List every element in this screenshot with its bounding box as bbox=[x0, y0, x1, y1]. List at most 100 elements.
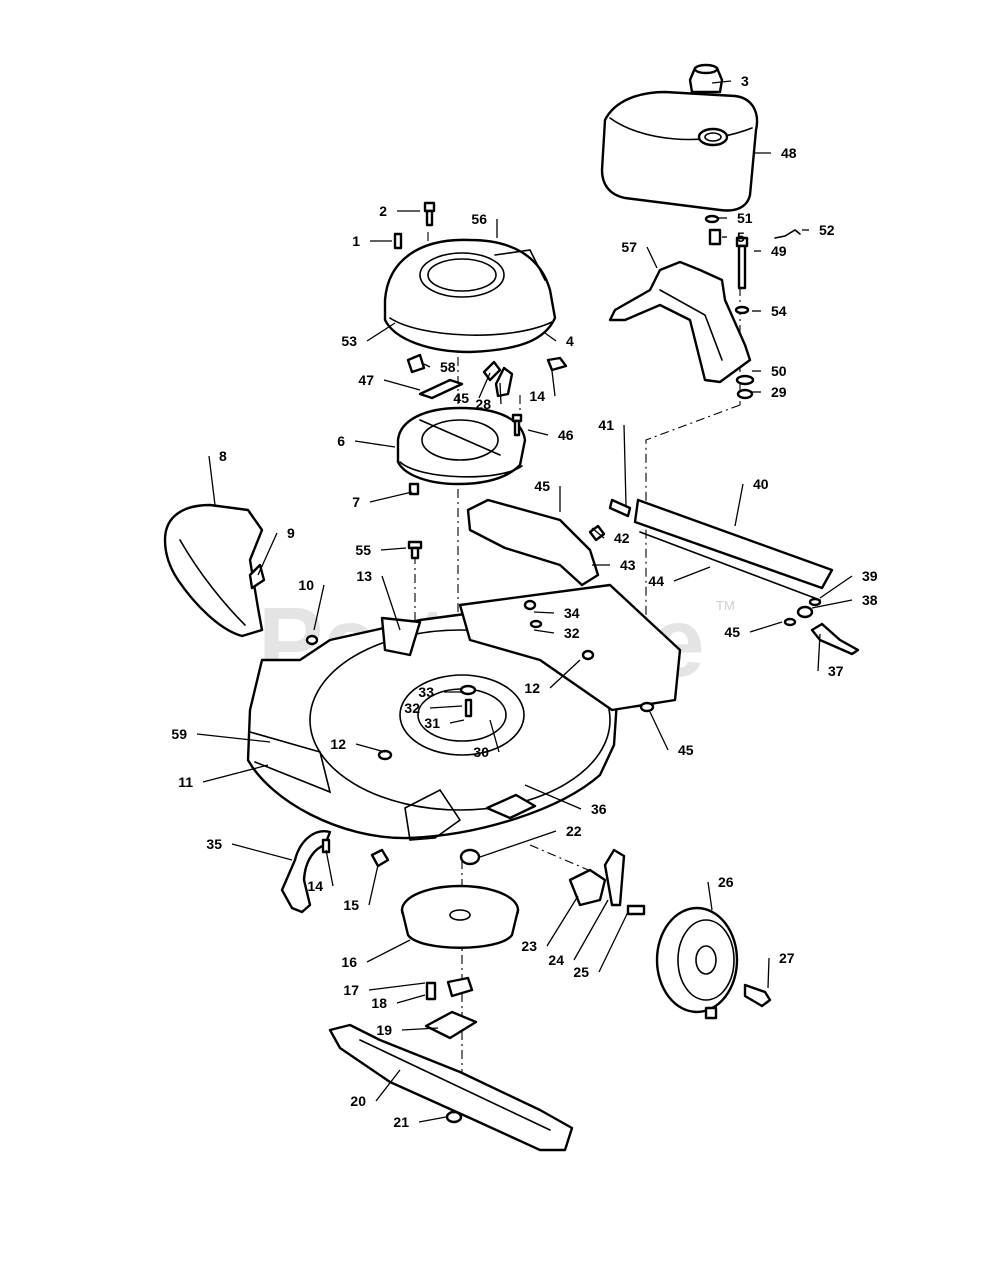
leader-line bbox=[546, 895, 579, 947]
leader-line bbox=[313, 584, 325, 631]
leader-line bbox=[811, 599, 853, 609]
callout-45: 45 bbox=[534, 478, 561, 512]
part-number-label: 22 bbox=[566, 823, 582, 839]
callout-37: 37 bbox=[817, 633, 844, 679]
part-number-label: 31 bbox=[424, 715, 440, 731]
callout-14: 14 bbox=[529, 370, 556, 404]
part-number-label: 5 bbox=[737, 229, 745, 245]
leader-line bbox=[418, 1116, 447, 1123]
part-number-label: 4 bbox=[566, 333, 574, 349]
watermark-trademark: TM bbox=[716, 598, 735, 613]
part-number-label: 39 bbox=[862, 568, 878, 584]
callout-46: 46 bbox=[527, 427, 574, 443]
leader-line bbox=[366, 322, 396, 342]
adapter-key-hardware bbox=[425, 976, 474, 1001]
part-number-label: 43 bbox=[620, 557, 636, 573]
callout-15: 15 bbox=[343, 864, 379, 913]
part-number-label: 27 bbox=[779, 950, 795, 966]
leader-line bbox=[527, 429, 549, 436]
callout-35: 35 bbox=[206, 836, 293, 861]
leader-line bbox=[355, 743, 386, 753]
leader-line bbox=[623, 424, 627, 506]
part-number-label: 53 bbox=[341, 333, 357, 349]
leader-line bbox=[489, 719, 500, 753]
grass-deflector bbox=[163, 503, 266, 638]
part-number-label: 46 bbox=[558, 427, 574, 443]
fuel-fittings bbox=[704, 214, 801, 246]
callout-12: 12 bbox=[330, 736, 386, 753]
leader-line bbox=[375, 1069, 401, 1102]
callout-20: 20 bbox=[350, 1069, 401, 1109]
leader-line bbox=[707, 881, 713, 911]
blade-adapter-pulley bbox=[400, 884, 520, 949]
leader-line bbox=[734, 483, 744, 527]
part-number-label: 15 bbox=[343, 897, 359, 913]
leader-line bbox=[819, 575, 853, 599]
part-number-label: 40 bbox=[753, 476, 769, 492]
part-number-label: 45 bbox=[724, 624, 740, 640]
callout-6: 6 bbox=[337, 433, 396, 449]
leader-line bbox=[499, 382, 502, 405]
part-number-label: 50 bbox=[771, 363, 787, 379]
part-number-label: 24 bbox=[548, 952, 564, 968]
part-number-label: 36 bbox=[591, 801, 607, 817]
part-number-label: 30 bbox=[473, 744, 489, 760]
leader-line bbox=[354, 440, 396, 448]
callout-49: 49 bbox=[754, 243, 787, 259]
callout-1: 1 bbox=[352, 233, 392, 249]
part-number-label: 33 bbox=[418, 684, 434, 700]
part-number-label: 6 bbox=[337, 433, 345, 449]
callout-50: 50 bbox=[752, 363, 787, 379]
height-adjuster bbox=[568, 848, 646, 916]
leader-line bbox=[646, 246, 658, 269]
part-number-label: 18 bbox=[371, 995, 387, 1011]
callout-59: 59 bbox=[171, 726, 271, 743]
leader-line bbox=[524, 784, 582, 810]
fuel-cap bbox=[688, 63, 724, 94]
rear-shield bbox=[608, 498, 860, 656]
part-number-label: 2 bbox=[379, 203, 387, 219]
blade-adapter-plate bbox=[424, 1010, 478, 1040]
leader-line bbox=[396, 994, 426, 1004]
part-number-label: 45 bbox=[453, 390, 469, 406]
callout-31: 31 bbox=[424, 715, 465, 731]
callout-21: 21 bbox=[393, 1114, 447, 1130]
part-number-label: 56 bbox=[471, 211, 487, 227]
callout-22: 22 bbox=[479, 823, 582, 858]
wheel-strap bbox=[280, 830, 390, 914]
part-number-label: 32 bbox=[564, 625, 580, 641]
callout-36: 36 bbox=[524, 784, 607, 817]
part-number-label: 23 bbox=[521, 938, 537, 954]
part-number-label: 14 bbox=[529, 388, 545, 404]
leader-line bbox=[366, 939, 411, 963]
callout-29: 29 bbox=[752, 384, 787, 400]
callout-41: 41 bbox=[598, 417, 627, 506]
part-number-label: 34 bbox=[564, 605, 580, 621]
part-number-label: 25 bbox=[573, 964, 589, 980]
part-number-label: 59 bbox=[171, 726, 187, 742]
part-number-label: 52 bbox=[819, 222, 835, 238]
leader-line bbox=[429, 705, 463, 709]
callout-28: 28 bbox=[475, 382, 502, 412]
callout-47: 47 bbox=[358, 372, 421, 391]
shroud-clips bbox=[406, 353, 568, 400]
leader-line bbox=[383, 379, 421, 391]
callout-26: 26 bbox=[707, 874, 734, 911]
part-number-label: 13 bbox=[356, 568, 372, 584]
leader-line bbox=[381, 575, 401, 631]
spacer bbox=[459, 848, 481, 866]
part-number-label: 3 bbox=[741, 73, 749, 89]
leader-line bbox=[196, 733, 271, 743]
part-number-label: 45 bbox=[534, 478, 550, 494]
callout-57: 57 bbox=[621, 239, 658, 269]
engine-mount-plate bbox=[396, 406, 527, 486]
part-number-label: 55 bbox=[355, 542, 371, 558]
leader-line bbox=[673, 566, 711, 582]
leader-line bbox=[380, 547, 407, 551]
mower-deck bbox=[246, 583, 682, 841]
callout-10: 10 bbox=[298, 577, 325, 631]
part-number-label: 26 bbox=[718, 874, 734, 890]
plate-bolts bbox=[408, 413, 523, 496]
callout-38: 38 bbox=[811, 592, 878, 609]
leader-line bbox=[591, 527, 605, 539]
